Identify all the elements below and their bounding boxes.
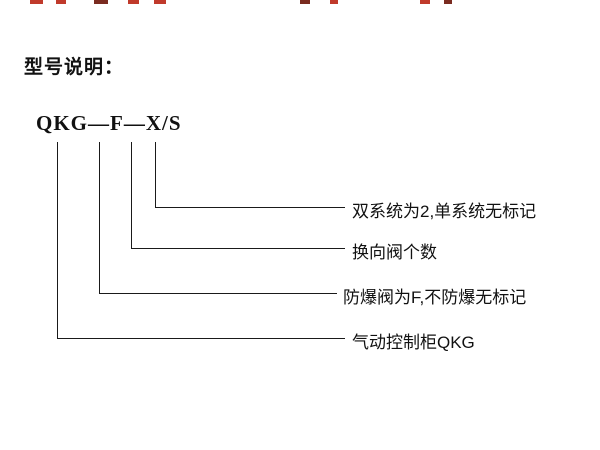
label-explosion-proof: 防爆阀为F,不防爆无标记: [343, 288, 527, 307]
model-code: QKG—F—X/S: [36, 111, 182, 135]
connector-line-s-horizontal: [155, 207, 345, 208]
label-dual-system: 双系统为2,单系统无标记: [352, 202, 537, 221]
connector-line-s: [155, 142, 156, 207]
label-valve-count: 换向阀个数: [352, 243, 437, 262]
top-edge-artifact: [56, 0, 66, 4]
top-edge-artifact: [300, 0, 310, 4]
top-edge-artifact: [330, 0, 338, 4]
top-edge-artifact: [30, 0, 43, 4]
connector-line-f: [99, 142, 100, 293]
connector-line-f-horizontal: [99, 293, 337, 294]
connector-line-x-horizontal: [131, 248, 345, 249]
top-edge-artifact: [128, 0, 139, 4]
connector-line-x: [131, 142, 132, 248]
top-edge-artifact: [154, 0, 166, 4]
connector-line-qkg-horizontal: [57, 338, 345, 339]
connector-line-qkg: [57, 142, 58, 338]
top-edge-artifact: [444, 0, 452, 4]
label-pneumatic-cabinet: 气动控制柜QKG: [352, 333, 475, 352]
top-edge-artifact: [420, 0, 430, 4]
page-title: 型号说明：: [24, 57, 125, 78]
top-edge-artifact: [94, 0, 108, 4]
